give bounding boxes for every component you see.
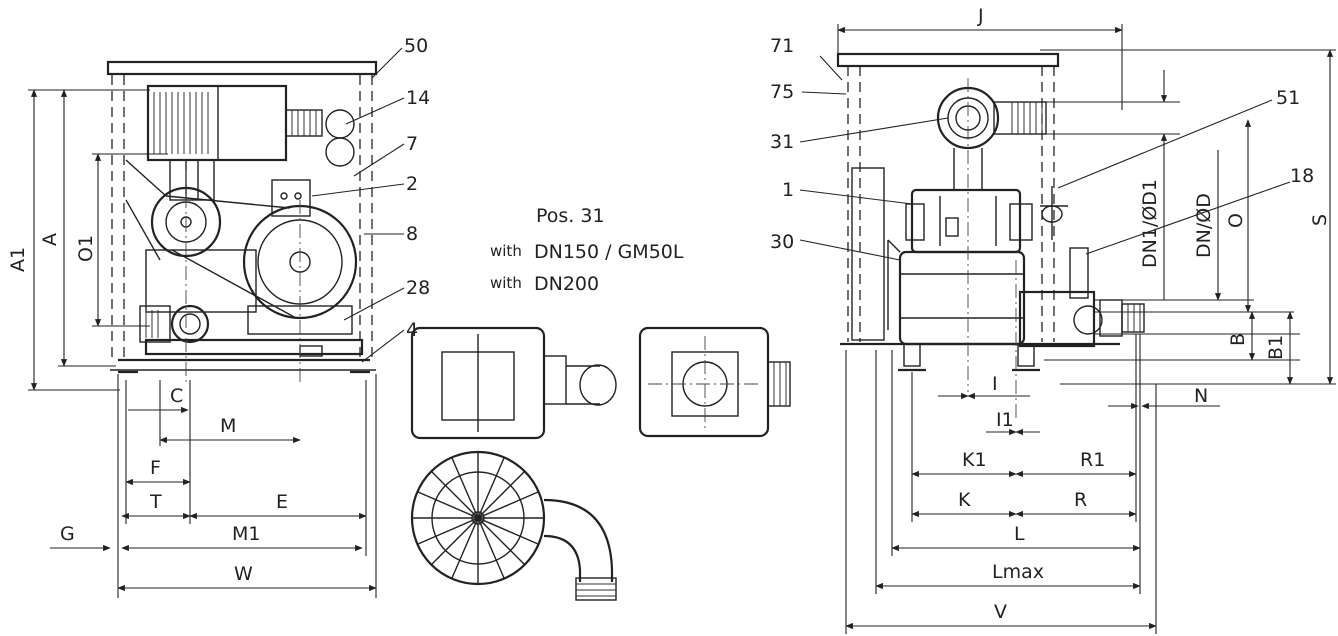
dim-label: N <box>1194 385 1208 407</box>
dim-label: E <box>276 491 288 513</box>
dim-label: M1 <box>232 523 260 545</box>
dim-label: K1 <box>962 449 987 471</box>
pos-label: 4 <box>406 319 418 341</box>
silencer-variant-3 <box>410 450 617 601</box>
pos31-detail: Pos. 31 with DN150 / GM50L with DN200 <box>410 205 791 601</box>
right-side-view: J <box>770 5 1336 634</box>
pos-label: 8 <box>406 223 418 245</box>
variant-prefix: with <box>490 274 522 292</box>
dim-label: DN/ØD <box>1193 193 1215 258</box>
pos-label: 51 <box>1276 87 1300 109</box>
right-position-labels: 71 75 31 1 30 51 18 <box>770 35 1314 253</box>
dim-label: O1 <box>75 235 97 262</box>
pos-label: 50 <box>404 35 428 57</box>
dim-label: B <box>1227 333 1249 346</box>
left-leaders <box>311 47 405 363</box>
dim-label: B1 <box>1265 335 1287 360</box>
dim-label: S <box>1309 214 1331 226</box>
pos-label: 71 <box>770 35 794 57</box>
dim-label: L <box>1014 523 1025 545</box>
variant-text: DN200 <box>534 273 599 295</box>
left-blower-assembly <box>118 159 370 374</box>
silencer-variant-2 <box>638 326 791 438</box>
dim-label: V <box>994 601 1007 623</box>
silencer-variant-1 <box>410 326 617 440</box>
dim-label: I1 <box>996 409 1014 431</box>
variant-text: DN150 / GM50L <box>534 241 684 263</box>
dim-label: C <box>170 385 183 407</box>
pos-label: 18 <box>1290 165 1314 187</box>
pos-label: 14 <box>406 87 430 109</box>
dim-label: K <box>958 489 971 511</box>
left-silencer <box>146 84 355 167</box>
left-front-view: 50 14 7 2 8 28 4 A1 A O1 C M F T E G M1 … <box>7 35 430 598</box>
pos-label: 7 <box>406 133 418 155</box>
dim-label: M <box>220 415 236 437</box>
pos-label: 30 <box>770 231 794 253</box>
right-bottom-dim-labels: I I1 K1 R1 K R L Lmax V <box>958 373 1105 623</box>
dim-label: W <box>234 563 253 585</box>
pos-label: 1 <box>782 179 794 201</box>
right-n-dim <box>1108 334 1220 414</box>
dim-label: A1 <box>7 247 29 272</box>
dim-label: I <box>992 373 998 395</box>
right-blower-assembly <box>887 186 1145 372</box>
dim-label: F <box>150 457 161 479</box>
dim-label: DN1/ØD1 <box>1139 179 1161 268</box>
detail-title: Pos. 31 <box>536 205 605 227</box>
dim-label: O <box>1225 213 1247 228</box>
dim-label: Lmax <box>992 561 1044 583</box>
left-dimension-labels: A1 A O1 C M F T E G M1 W <box>7 233 288 585</box>
dim-label: T <box>149 491 162 513</box>
dim-label: R <box>1074 489 1087 511</box>
pos-label: 28 <box>406 277 430 299</box>
right-enclosure <box>836 52 1120 346</box>
right-bottom-dims <box>845 334 1157 634</box>
pos-label: 2 <box>406 173 418 195</box>
right-top-dims: J <box>837 5 1123 110</box>
left-enclosure <box>106 60 378 371</box>
left-horizontal-dims <box>50 374 377 598</box>
dim-label: A <box>39 233 61 246</box>
right-silencer <box>936 86 1047 190</box>
pos-label: 75 <box>770 81 794 103</box>
right-leaders <box>799 55 1291 261</box>
variant-prefix: with <box>490 242 522 260</box>
dim-label: R1 <box>1080 449 1105 471</box>
left-position-labels: 50 14 7 2 8 28 4 <box>404 35 430 341</box>
dim-label: J <box>977 5 984 27</box>
dim-label: G <box>60 523 75 545</box>
pos-label: 31 <box>770 131 794 153</box>
left-vertical-dims <box>28 89 168 391</box>
right-side-dim-labels: DN1/ØD1 DN/ØD O S B B1 N <box>1139 179 1331 407</box>
right-vertical-dims <box>1030 49 1336 385</box>
